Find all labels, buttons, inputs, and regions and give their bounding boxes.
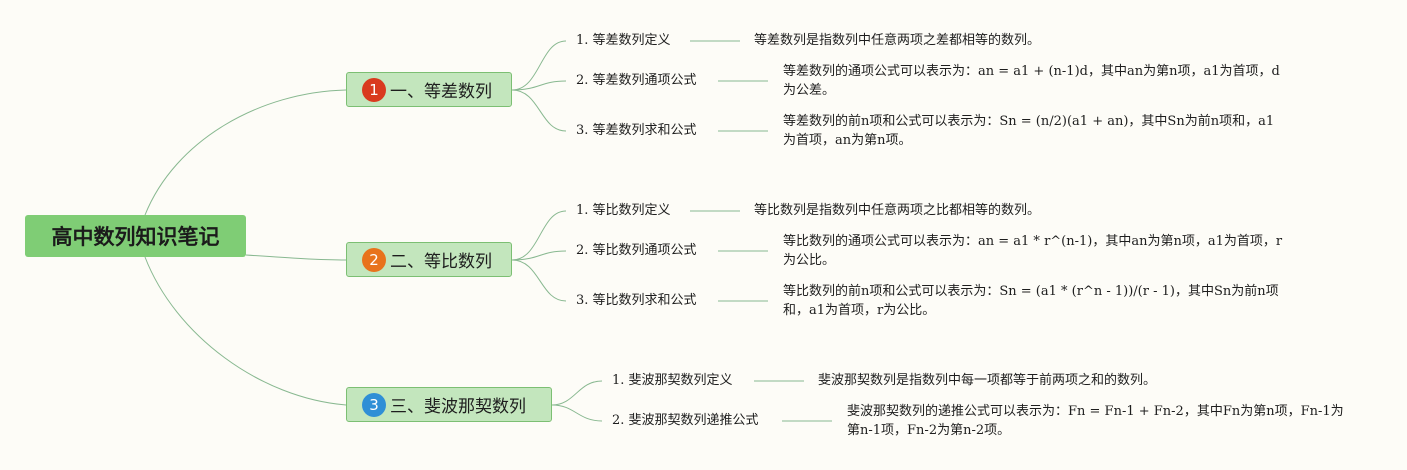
desc-geometric-sum: 等比数列的前n项和公式可以表示为：Sn = (a1 * (r^n - 1))/(… [783,284,1279,318]
branch-fibonacci-sequence[interactable]: 3 三、斐波那契数列 [346,387,552,422]
desc-geometric-general-term: 等比数列的通项公式可以表示为：an = a1 * r^(n-1)，其中an为第n… [783,234,1283,268]
topic-geometric-general-term[interactable]: 2. 等比数列通项公式 [576,243,697,258]
topic-arithmetic-definition[interactable]: 1. 等差数列定义 [576,33,671,48]
link-b1-item-1 [511,40,567,91]
link-b1-item-2 [511,80,567,91]
topic-arithmetic-general-term[interactable]: 2. 等差数列通项公式 [576,73,697,88]
link-root-branch-2 [245,254,347,261]
topic-geometric-definition[interactable]: 1. 等比数列定义 [576,203,671,218]
link-b3-item-2 [551,404,603,422]
desc-fibonacci-definition: 斐波那契数列是指数列中每一项都等于前两项之和的数列。 [818,373,1157,388]
link-b1-item-3 [511,89,567,132]
link-b2-item-2 [511,250,567,261]
desc-arithmetic-general-term: 等差数列的通项公式可以表示为：an = a1 + (n-1)d，其中an为第n项… [783,64,1280,98]
number-badge-3: 3 [362,392,386,417]
branch-arithmetic-sequence[interactable]: 1 一、等差数列 [346,72,512,107]
branch-label: 一、等差数列 [390,82,492,102]
number-badge-2: 2 [362,247,386,272]
link-root-branch-1 [144,89,347,216]
branch-geometric-sequence[interactable]: 2 二、等比数列 [346,242,512,277]
desc-arithmetic-definition: 等差数列是指数列中任意两项之差都相等的数列。 [754,33,1041,48]
link-b2-item-1 [511,210,567,261]
root-node[interactable]: 高中数列知识笔记 [25,215,246,257]
topic-arithmetic-sum[interactable]: 3. 等差数列求和公式 [576,123,697,138]
link-b3-item-1 [551,380,603,406]
desc-fibonacci-recurrence: 斐波那契数列的递推公式可以表示为：Fn = Fn-1 + Fn-2，其中Fn为第… [847,404,1344,438]
topic-geometric-sum[interactable]: 3. 等比数列求和公式 [576,293,697,308]
link-b2-item-3 [511,259,567,302]
branch-label: 二、等比数列 [390,252,492,272]
topic-fibonacci-definition[interactable]: 1. 斐波那契数列定义 [612,373,733,388]
desc-geometric-definition: 等比数列是指数列中任意两项之比都相等的数列。 [754,203,1041,218]
topic-fibonacci-recurrence[interactable]: 2. 斐波那契数列递推公式 [612,413,759,428]
desc-arithmetic-sum: 等差数列的前n项和公式可以表示为：Sn = (n/2)(a1 + an)，其中S… [783,114,1275,148]
number-badge-1: 1 [362,77,386,102]
root-label: 高中数列知识笔记 [51,225,220,249]
link-root-branch-3 [144,256,347,406]
branch-label: 三、斐波那契数列 [390,397,526,417]
